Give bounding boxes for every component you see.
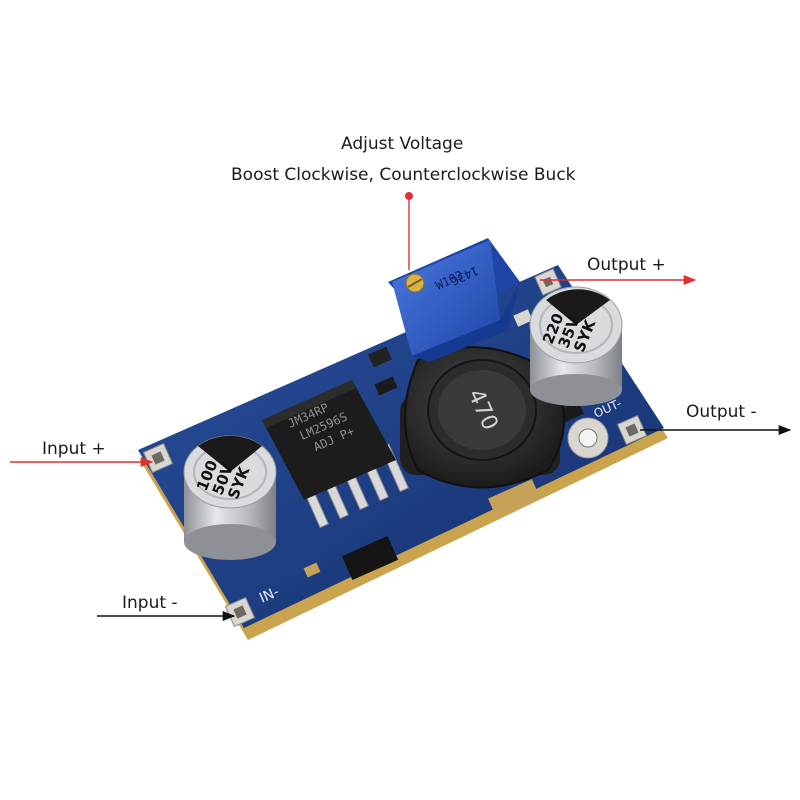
input-minus-label: Input -: [122, 593, 178, 613]
output-plus-label: Output +: [587, 255, 666, 275]
output-minus-label: Output -: [686, 402, 757, 422]
inductor: 470: [400, 346, 565, 489]
adjust-leader-dot: [405, 192, 413, 200]
output-capacitor: 220 35V SYK: [529, 286, 623, 406]
adjust-voltage-title: Adjust Voltage: [341, 134, 464, 154]
silkscreen-in-minus: IN-: [257, 584, 281, 607]
smd-components: [303, 309, 584, 581]
input-capacitor: 100 50V SYK: [183, 435, 277, 560]
solder-pads: [142, 268, 648, 628]
adjust-voltage-description: Boost Clockwise, Counterclockwise Buck: [231, 165, 576, 185]
trim-potentiometer: W103 143C: [388, 238, 520, 362]
callout-arrows: [10, 192, 792, 622]
input-plus-label: Input +: [42, 439, 106, 459]
regulator-ic: JM34RP LM2596S ADJ P+: [262, 380, 409, 529]
